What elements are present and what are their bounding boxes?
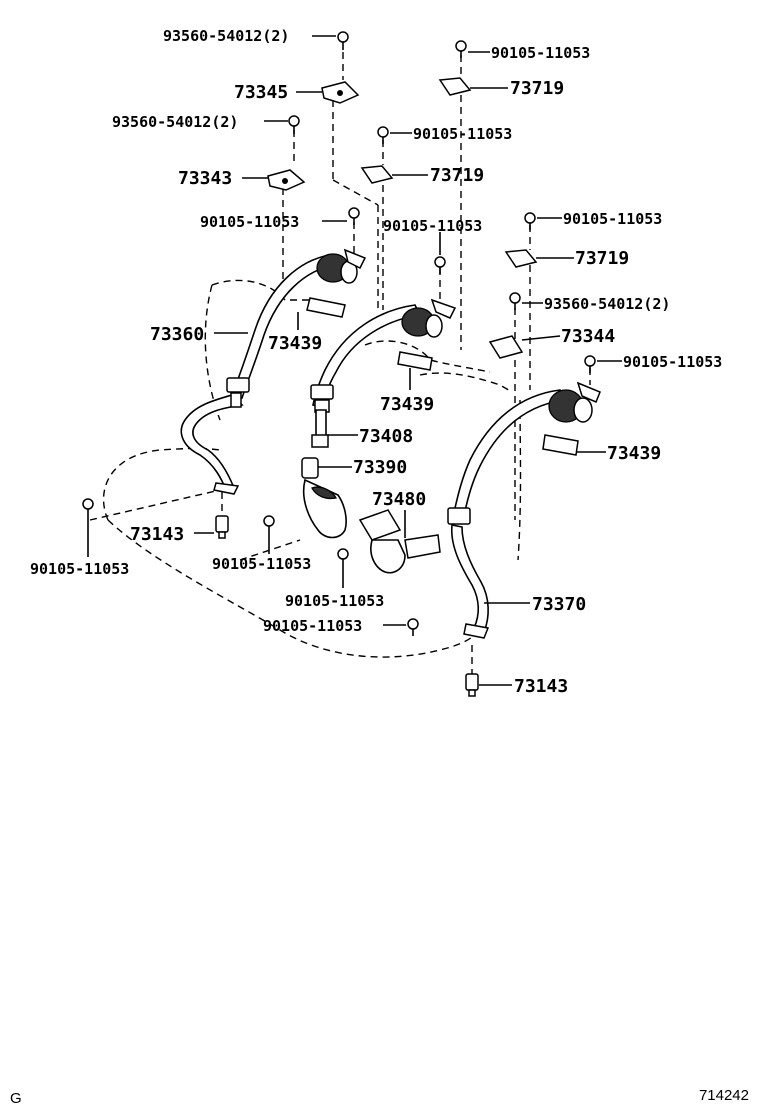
footer-diagram-number: 714242 xyxy=(699,1087,749,1104)
part-label: 90105-11053 xyxy=(491,44,590,62)
part-label: 93560-54012(2) xyxy=(112,113,238,131)
bolt-icon xyxy=(407,618,419,636)
part-label: 73719 xyxy=(510,78,564,99)
belt-assembly-73370 xyxy=(447,381,601,639)
part-label: 90105-11053 xyxy=(285,592,384,610)
part-label: 90105-11053 xyxy=(200,213,299,231)
part-label: 73439 xyxy=(380,394,434,415)
leader-lines xyxy=(87,35,622,686)
mount-lines xyxy=(221,52,591,675)
bolt-icon xyxy=(377,126,389,144)
bolt-icon xyxy=(434,256,446,274)
part-label: 73143 xyxy=(130,524,184,545)
buckle-73480 xyxy=(358,509,441,574)
bolt-icon xyxy=(337,31,349,50)
bolt-icon xyxy=(288,115,300,134)
part-label: 90105-11053 xyxy=(563,210,662,228)
part-label: 73370 xyxy=(532,594,586,615)
footer-left-code: G xyxy=(10,1090,22,1107)
brackets xyxy=(267,77,538,359)
part-label: 73439 xyxy=(268,333,322,354)
part-label: 90105-11053 xyxy=(212,555,311,573)
part-labels: 93560-54012(2) 73345 93560-54012(2) 7334… xyxy=(30,27,722,697)
stud-icon xyxy=(215,515,229,539)
part-label: 73344 xyxy=(561,326,615,347)
bolt-icon xyxy=(524,212,536,230)
bolt-icon xyxy=(263,515,275,533)
bolt-icon xyxy=(348,207,360,225)
pads-73439 xyxy=(306,297,579,456)
part-label: 73345 xyxy=(234,82,288,103)
part-label: 90105-11053 xyxy=(383,217,482,235)
belt-assembly-center xyxy=(310,298,457,448)
part-label: 73439 xyxy=(607,443,661,464)
bolt-icon xyxy=(584,355,596,373)
part-label: 73480 xyxy=(372,489,426,510)
part-label: 73719 xyxy=(430,165,484,186)
bolt-icon xyxy=(337,548,349,566)
part-label: 73360 xyxy=(150,324,204,345)
belt-assembly-73360 xyxy=(180,248,367,495)
part-label: 90105-11053 xyxy=(263,617,362,635)
bolt-icon xyxy=(82,498,94,517)
part-label: 93560-54012(2) xyxy=(544,295,670,313)
bolt-icon xyxy=(509,292,521,310)
part-label: 93560-54012(2) xyxy=(163,27,289,45)
stud-icon xyxy=(465,673,479,697)
part-label: 90105-11053 xyxy=(30,560,129,578)
part-label: 73719 xyxy=(575,248,629,269)
bolt-icon xyxy=(455,40,467,58)
part-label: 73408 xyxy=(359,426,413,447)
buckle-73390 xyxy=(301,457,347,539)
part-label: 73143 xyxy=(514,676,568,697)
part-label: 90105-11053 xyxy=(413,125,512,143)
part-label: 73343 xyxy=(178,168,232,189)
bolts xyxy=(82,31,596,697)
part-label: 73390 xyxy=(353,457,407,478)
part-label: 90105-11053 xyxy=(623,353,722,371)
